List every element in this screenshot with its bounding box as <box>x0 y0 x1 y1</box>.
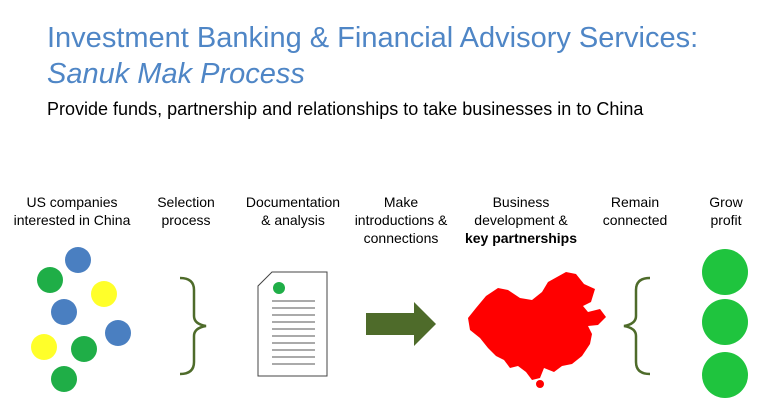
step-label-line: profit <box>710 212 742 228</box>
step-label-line: introductions & <box>354 212 448 228</box>
step-label-line: US companies <box>26 194 118 210</box>
company-dot-green <box>37 267 63 293</box>
title-line-1: Investment Banking & Financial Advisory … <box>47 22 699 54</box>
company-dot-yellow <box>31 334 57 360</box>
colored-dots-cluster-icon <box>31 247 131 392</box>
company-dot-yellow <box>91 281 117 307</box>
step-label-line: Make <box>383 194 419 210</box>
step-label-line: process <box>161 212 211 228</box>
document-dot <box>273 282 285 294</box>
company-dot-green <box>71 336 97 362</box>
company-dot-green <box>51 366 77 392</box>
step-label-line: development & <box>474 212 568 228</box>
document-icon <box>257 271 328 377</box>
green-circles-icon <box>702 249 748 398</box>
step-label-line: interested in China <box>13 212 131 228</box>
step-label-line: Grow <box>709 194 743 210</box>
company-dot-blue <box>65 247 91 273</box>
step-label-companies: US companies interested in China <box>10 193 134 229</box>
step-label-line: Remain <box>610 194 660 210</box>
step-label-line: Selection <box>157 194 215 210</box>
step-label-business: Business development & key partnerships <box>458 193 584 247</box>
company-dot-blue <box>51 299 77 325</box>
title-line-2: Sanuk Mak Process <box>47 58 305 90</box>
china-map-icon <box>468 272 606 380</box>
step-label-bold-line: key partnerships <box>464 230 578 246</box>
step-label-line: connected <box>602 212 668 228</box>
step-label-remain: Remain connected <box>592 193 678 229</box>
step-label-line: Business <box>492 194 550 210</box>
arrow-right-icon <box>366 302 436 346</box>
step-label-documentation: Documentation & analysis <box>238 193 348 229</box>
page-subtitle: Provide funds, partnership and relations… <box>47 99 644 119</box>
step-label-grow: Grow profit <box>690 193 762 229</box>
profit-circle <box>702 352 748 398</box>
company-dot-blue <box>105 320 131 346</box>
page-title: Investment Banking & Financial Advisory … <box>47 20 698 92</box>
step-label-line: connections <box>363 230 439 246</box>
profit-circle <box>702 249 748 295</box>
step-label-introductions: Make introductions & connections <box>350 193 452 247</box>
china-island <box>536 380 544 388</box>
profit-circle <box>702 299 748 345</box>
left-bracket-icon <box>623 276 651 376</box>
step-label-selection: Selection process <box>145 193 227 229</box>
step-label-line: Documentation <box>245 194 341 210</box>
step-label-line: & analysis <box>261 212 325 228</box>
right-bracket-icon <box>179 276 207 376</box>
